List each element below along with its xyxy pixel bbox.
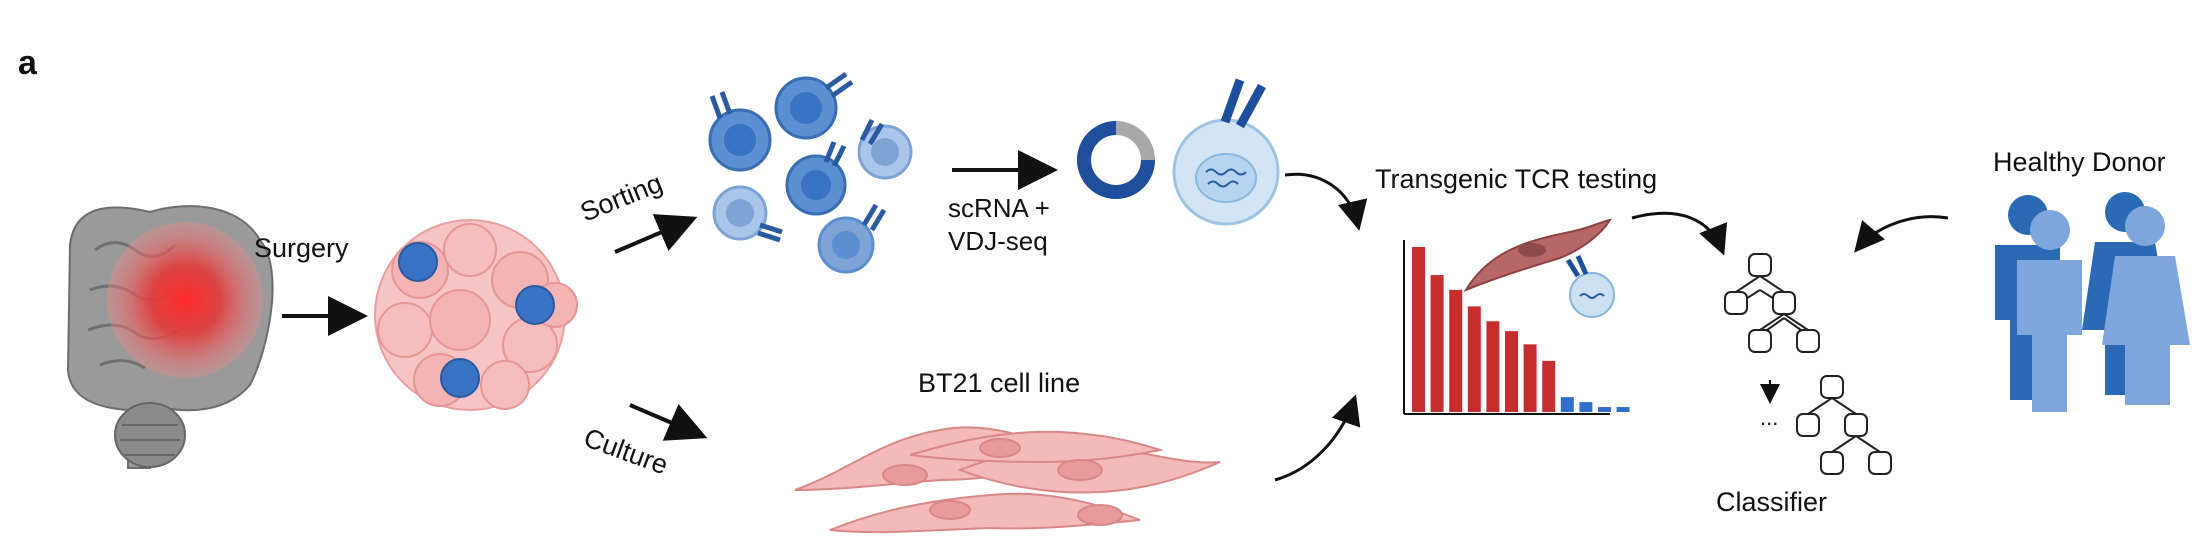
culture-label: Culture [580, 422, 672, 480]
tumor-region [107, 222, 263, 378]
sorting-label: Sorting [576, 168, 667, 228]
sequencing-ring-icon [1077, 121, 1155, 199]
decision-tree-icon-bottom [1796, 375, 1892, 475]
bar-2 [1430, 275, 1444, 412]
bar-9 [1560, 397, 1574, 412]
donor-male-icon [1995, 195, 2082, 412]
arrow-donor-to-classifier [1854, 215, 1949, 253]
arrow-sorting [614, 214, 698, 254]
arrow-culture-to-testing [1274, 394, 1361, 482]
transgenic-label: Transgenic TCR testing [1375, 164, 1657, 194]
single-cell-icon [1172, 78, 1280, 226]
sorted-t-cells [708, 71, 913, 274]
bt21-cells-icon [794, 426, 1221, 534]
t-cell-icon [1565, 254, 1615, 318]
bar-8 [1542, 360, 1556, 412]
bt21-label: BT21 cell line [918, 368, 1080, 398]
scrna-label-line2: VDJ-seq [948, 226, 1048, 256]
arrow-testing-to-classifier [1631, 211, 1727, 256]
bar-3 [1449, 289, 1463, 412]
classifier-label: Classifier [1716, 487, 1827, 517]
brain-icon [66, 205, 274, 469]
panel-label: a [18, 44, 38, 82]
chart-axes [1403, 240, 1610, 415]
bar-6 [1505, 331, 1518, 412]
healthy-donor-label: Healthy Donor [1993, 147, 2166, 177]
bar-1 [1412, 247, 1425, 412]
target-cell-icon [1463, 218, 1613, 293]
bar-10 [1579, 402, 1593, 412]
surgery-label: Surgery [254, 233, 349, 263]
bar-7 [1523, 344, 1537, 412]
bar-11 [1598, 407, 1611, 412]
bar-5 [1486, 321, 1500, 412]
bar-4 [1467, 306, 1481, 412]
arrow-culture [629, 403, 708, 441]
tumor-cell-cluster [374, 219, 578, 411]
bar-chart [1412, 247, 1630, 412]
arrow-cell-to-testing [1284, 172, 1368, 231]
bar-12 [1616, 407, 1630, 412]
classifier-ellipsis: ... [1760, 405, 1778, 430]
scrna-label-line1: scRNA + [948, 193, 1050, 223]
decision-tree-icon-top [1724, 253, 1820, 353]
donor-female-icon [2082, 192, 2190, 405]
